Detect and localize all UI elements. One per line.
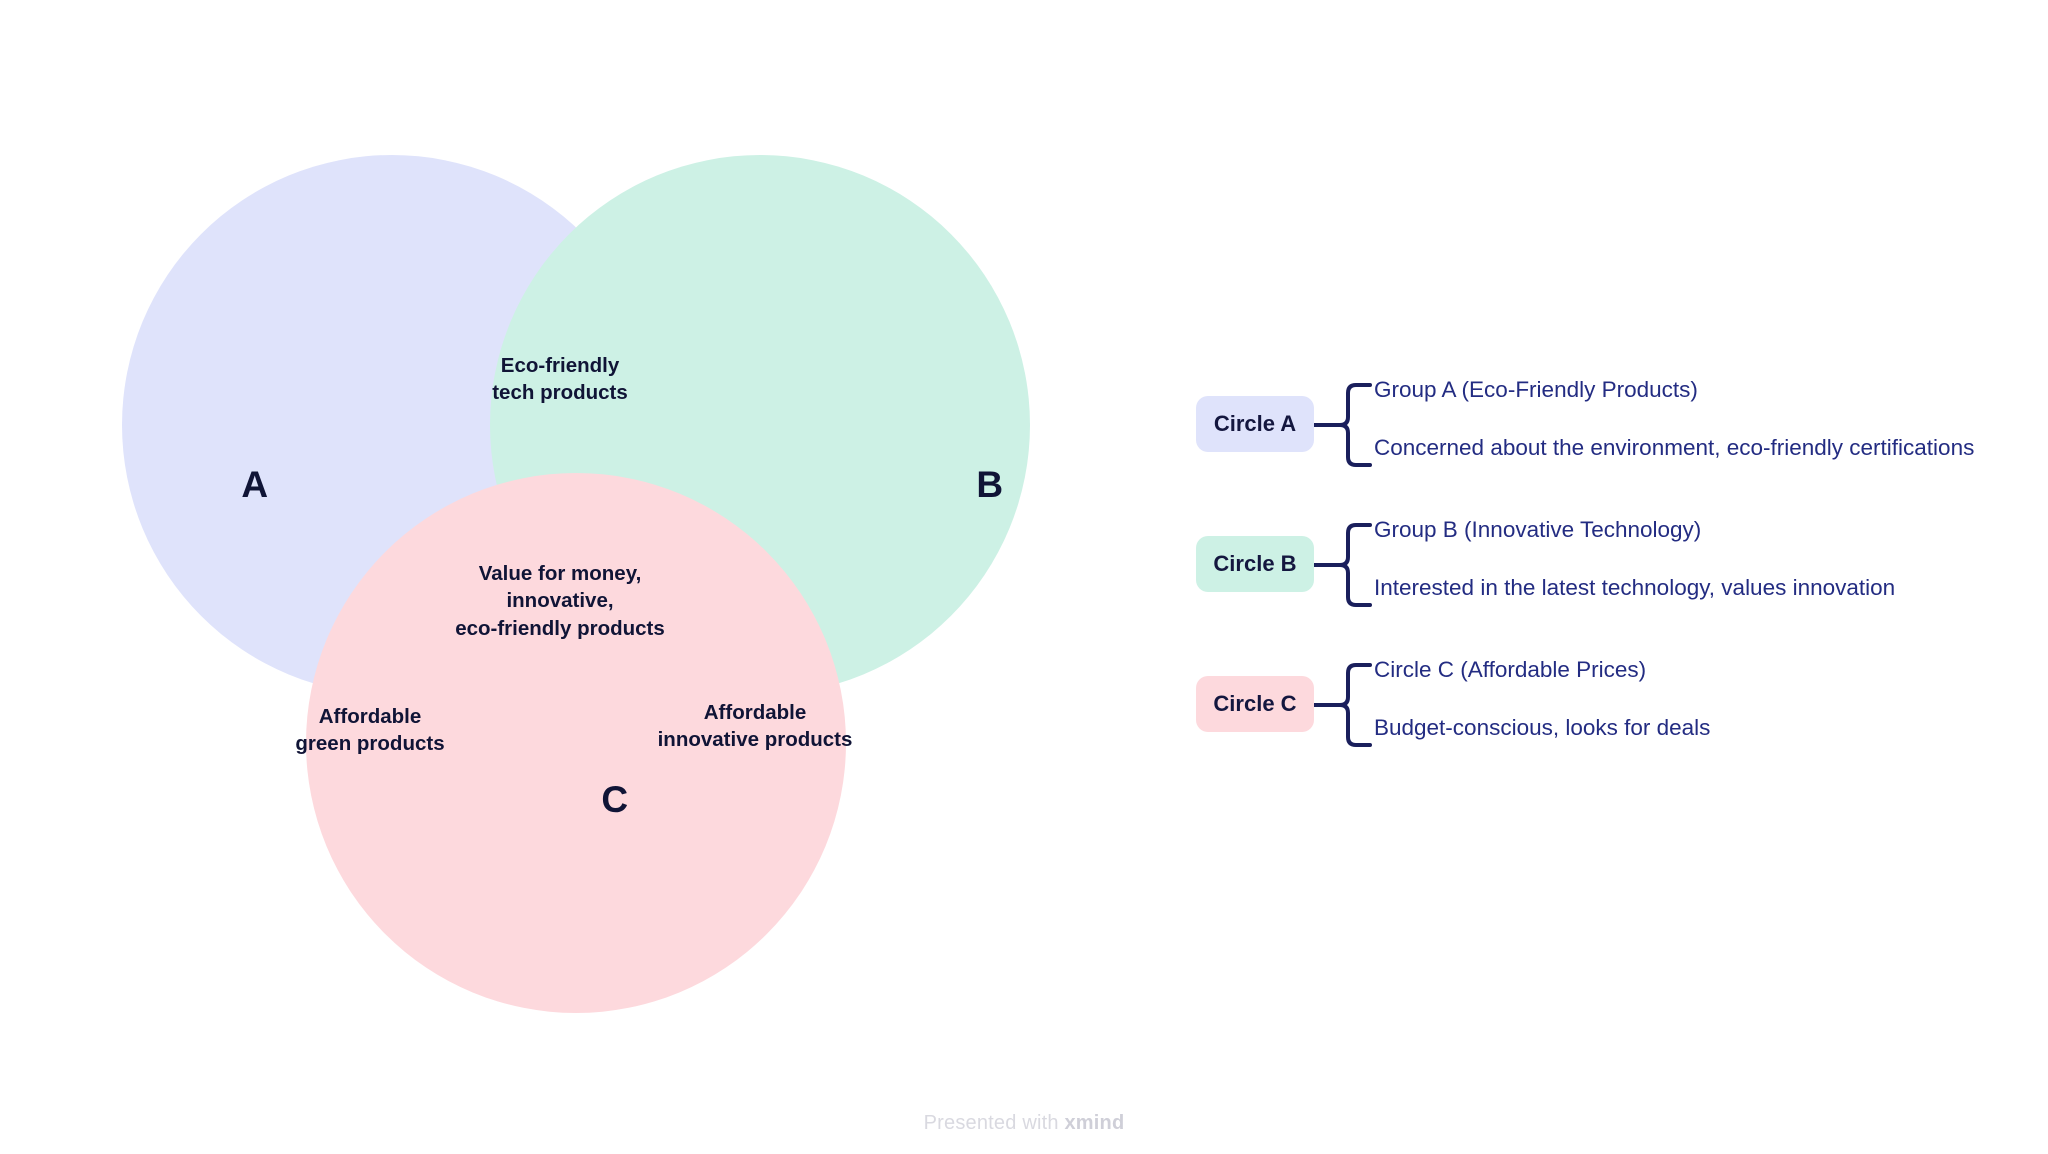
legend-row-a: Circle A Group A (Eco-Friendly Products)… [1196,368,1986,508]
legend-panel: Circle A Group A (Eco-Friendly Products)… [1196,368,1986,788]
legend-title-a[interactable]: Group A (Eco-Friendly Products) [1374,377,1698,402]
legend-badge-circle-b[interactable]: Circle B [1196,536,1314,592]
legend-bracket-a-icon [1314,383,1372,467]
legend-title-b[interactable]: Group B (Innovative Technology) [1374,517,1702,542]
legend-title-c[interactable]: Circle C (Affordable Prices) [1374,657,1647,682]
legend-row-b: Circle B Group B (Innovative Technology)… [1196,508,1986,648]
venn-diagram: A B C Eco-friendly tech products Value f… [60,75,1090,1085]
legend-bracket-c-icon [1314,663,1372,747]
footer-watermark: Presented with xmind [0,1112,2048,1135]
legend-detail-c[interactable]: Budget-conscious, looks for deals [1374,715,1711,740]
legend-row-c: Circle C Circle C (Affordable Prices) Bu… [1196,648,1986,788]
legend-badge-circle-a[interactable]: Circle A [1196,396,1314,452]
footer-brand: xmind [1064,1112,1125,1134]
legend-detail-a[interactable]: Concerned about the environment, eco-fri… [1374,435,1975,460]
footer-prefix: Presented with [923,1112,1065,1134]
venn-circles-svg [122,155,1030,1013]
venn-circle-c[interactable] [306,473,846,1013]
legend-badge-circle-c[interactable]: Circle C [1196,676,1314,732]
legend-detail-b[interactable]: Interested in the latest technology, val… [1374,575,1896,600]
legend-bracket-b-icon [1314,523,1372,607]
